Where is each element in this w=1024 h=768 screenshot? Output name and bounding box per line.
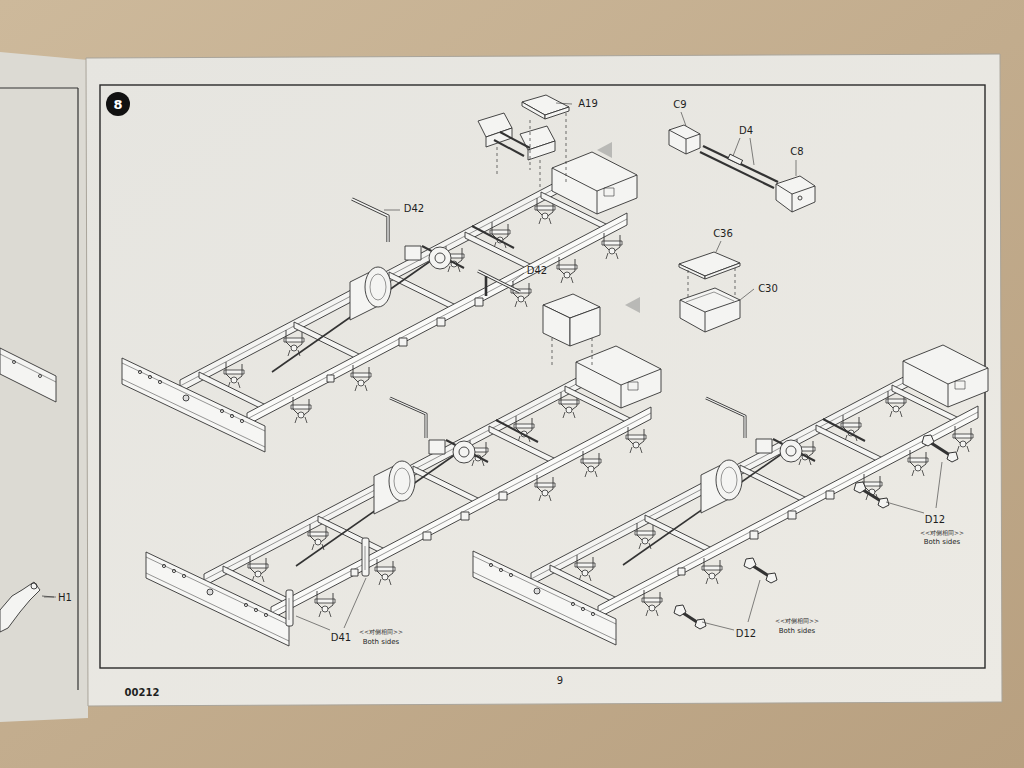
part-label: A19 xyxy=(578,98,598,109)
part-label: <<对侧相同>> xyxy=(920,530,964,537)
part-label: D41 xyxy=(331,632,351,643)
part-label: D4 xyxy=(739,125,753,136)
part-label: <<对侧相同>> xyxy=(775,618,819,625)
page-number: 9 xyxy=(557,675,563,686)
part-label: C9 xyxy=(673,99,686,110)
part-label: Both sides xyxy=(924,539,960,547)
step-number-text: 8 xyxy=(113,97,122,112)
part-label: <<对侧相同>> xyxy=(359,629,403,636)
part-label: D42 xyxy=(527,265,547,276)
part-label: D12 xyxy=(736,628,756,639)
part-label: C30 xyxy=(758,283,778,294)
part-label: C36 xyxy=(713,228,733,239)
part-label: Both sides xyxy=(779,628,815,636)
part-label: Both sides xyxy=(363,639,399,647)
part-label: D42 xyxy=(404,203,424,214)
page-number: 00212 xyxy=(125,687,160,698)
step-number: 8 xyxy=(106,92,130,116)
part-label: D12 xyxy=(925,514,945,525)
part-label: H1 xyxy=(58,592,72,603)
part-label: C8 xyxy=(790,146,803,157)
